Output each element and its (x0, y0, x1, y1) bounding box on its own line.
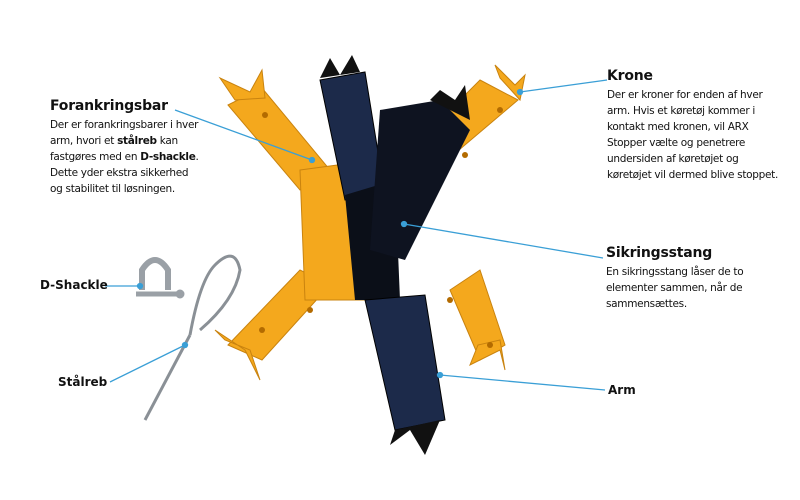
sikringsstang-description: En sikringsstang låser de to elementer s… (606, 264, 744, 312)
bold-text: D-shackle (140, 151, 196, 163)
text-line: sammensættes. (606, 298, 687, 310)
text-line: køretøjet vil dermed blive stoppet. (607, 169, 779, 181)
text-line: og stabilitet til løsningen. (50, 183, 175, 195)
black-element (319, 55, 470, 455)
staalreb-label: Stålreb (58, 375, 108, 389)
text: kan (156, 135, 178, 147)
forankringsbar-title: Forankringsbar (50, 98, 168, 114)
text: arm, hvori et (50, 135, 118, 147)
arm-label: Arm (608, 383, 636, 397)
leader-lines (105, 79, 608, 391)
text: fastgøres med en (50, 151, 141, 163)
text-line: arm. Hvis et køretøj kommer i (607, 105, 755, 117)
text-line: kontakt med kronen, vil ARX (607, 121, 749, 133)
text-line: Dette yder ekstra sikkerhed (50, 167, 189, 179)
bold-text: stålreb (117, 135, 157, 147)
text-line: fastgøres med en D-shackle. (50, 149, 199, 165)
text-line: Der er forankringsbarer i hver (50, 119, 199, 131)
sikringsstang-title: Sikringsstang (606, 245, 713, 261)
krone-description: Der er kroner for enden af hver arm. Hvi… (607, 87, 778, 183)
forankringsbar-description: Der er forankringsbarer i hver arm, hvor… (50, 117, 199, 197)
text-line: Der er kroner for enden af hver (607, 89, 763, 101)
d-shackle-icon (136, 257, 185, 299)
text-line: arm, hvori et stålreb kan (50, 133, 199, 149)
text-line: Stopper vælte og penetrere (607, 137, 746, 149)
d-shackle-label: D-Shackle (40, 278, 108, 292)
text-line: En sikringsstang låser de to (606, 266, 744, 278)
steel-wire-icon (143, 254, 242, 421)
text: . (195, 151, 199, 163)
krone-title: Krone (607, 68, 653, 84)
text-line: undersiden af køretøjet og (607, 153, 739, 165)
text-line: elementer sammen, når de (606, 282, 743, 294)
